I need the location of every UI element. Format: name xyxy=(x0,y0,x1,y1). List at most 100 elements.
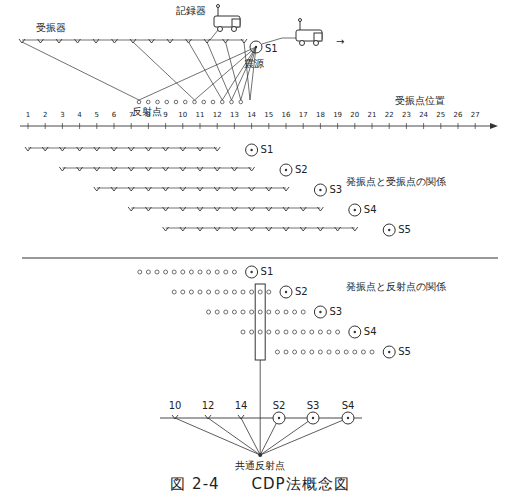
reflection-point xyxy=(361,350,365,354)
axis-tick xyxy=(251,123,252,129)
axis-number: 2 xyxy=(43,112,47,120)
geophone-symbol xyxy=(214,227,220,231)
source-dot xyxy=(250,149,252,151)
axis-tick xyxy=(389,123,390,129)
section-title: 発振点と反射点の関係 xyxy=(346,281,446,292)
source-symbol xyxy=(246,266,258,278)
reflection-point xyxy=(224,270,228,274)
common-point-box xyxy=(255,284,265,360)
reflection-point xyxy=(224,290,228,294)
label-common-point: 共通反射点 xyxy=(235,460,285,471)
reflection-point xyxy=(165,100,169,104)
axis-tick xyxy=(131,123,132,129)
axis-tick xyxy=(303,123,304,129)
reflection-point xyxy=(137,100,141,104)
geophone-symbol xyxy=(38,39,44,43)
geophone-symbol xyxy=(197,147,203,151)
axis-tick xyxy=(79,123,80,129)
source-name: S5 xyxy=(398,224,411,235)
geophone-symbol xyxy=(317,227,323,231)
reflection-point xyxy=(250,310,254,314)
source-name: S1 xyxy=(265,43,278,54)
geophone-symbol xyxy=(111,147,117,151)
common-reflection-point xyxy=(258,453,262,457)
axis-tick xyxy=(200,123,201,129)
geophone-symbol xyxy=(145,187,151,191)
ray-path xyxy=(208,418,260,455)
axis-number: 19 xyxy=(333,112,342,120)
geophone-symbol xyxy=(231,207,237,211)
geophone-symbol xyxy=(59,147,65,151)
axis-line xyxy=(20,126,492,127)
reflection-point xyxy=(146,100,150,104)
axis-number: 4 xyxy=(77,112,81,120)
axis-tick xyxy=(62,123,63,129)
geophone-symbol xyxy=(249,187,255,191)
axis-tick xyxy=(234,123,235,129)
geophone-symbol xyxy=(111,167,117,171)
spread-line xyxy=(97,188,286,189)
geophone-symbol xyxy=(214,147,220,151)
reflection-point xyxy=(275,350,279,354)
source-dot xyxy=(388,351,390,353)
reflection-point xyxy=(258,330,262,334)
geophone-symbol xyxy=(163,167,169,171)
reflection-point xyxy=(250,330,254,334)
geophone-symbol xyxy=(42,147,48,151)
reflection-point xyxy=(207,310,211,314)
geophone-symbol xyxy=(283,227,289,231)
source-name: S4 xyxy=(364,204,377,215)
ray-path xyxy=(226,42,257,100)
reflection-point xyxy=(215,310,219,314)
label-recorder: 記録器 xyxy=(176,5,206,16)
geophone-symbol xyxy=(111,187,117,191)
geophone-symbol xyxy=(128,147,134,151)
direction-arrow: → xyxy=(336,36,344,47)
axis-number: 18 xyxy=(316,112,325,120)
axis-number: 12 xyxy=(213,112,222,120)
spread-line xyxy=(28,148,217,149)
geophone-symbol xyxy=(94,167,100,171)
geophone-symbol xyxy=(352,227,358,231)
geophone-number: 10 xyxy=(169,400,182,411)
reflection-point xyxy=(241,330,245,334)
axis-arrowhead xyxy=(490,123,498,129)
geophone-symbol xyxy=(94,187,100,191)
geophone-symbol xyxy=(238,415,244,419)
geophone-symbol xyxy=(197,187,203,191)
geophone-symbol xyxy=(167,39,173,43)
geophone-symbol xyxy=(180,207,186,211)
axis-number: 24 xyxy=(419,112,428,120)
ray-path xyxy=(189,42,257,100)
axis-tick xyxy=(165,123,166,129)
reflection-point xyxy=(293,310,297,314)
axis-number: 16 xyxy=(282,112,291,120)
reflection-point xyxy=(232,270,236,274)
geophone-symbol xyxy=(77,147,83,151)
geophone-symbol xyxy=(128,187,134,191)
axis-tick xyxy=(45,123,46,129)
reflection-point xyxy=(344,350,348,354)
reflection-point xyxy=(327,350,331,354)
axis-tick xyxy=(337,123,338,129)
axis-tick xyxy=(320,123,321,129)
geophone-symbol xyxy=(93,39,99,43)
axis-tick xyxy=(217,123,218,129)
truck-symbol xyxy=(214,5,240,32)
reflection-point xyxy=(215,270,219,274)
reflection-point xyxy=(284,310,288,314)
ground-line xyxy=(160,418,362,419)
reflection-point xyxy=(172,290,176,294)
reflection-point xyxy=(284,350,288,354)
source-name: S4 xyxy=(342,400,355,411)
recorder-cable xyxy=(210,30,218,40)
reflection-point xyxy=(293,350,297,354)
geophone-symbol xyxy=(75,39,81,43)
geophone-symbol xyxy=(172,415,178,419)
axis-number: 6 xyxy=(112,112,116,120)
reflection-point xyxy=(301,330,305,334)
geophone-symbol xyxy=(77,167,83,171)
reflection-point xyxy=(198,270,202,274)
axis-number: 3 xyxy=(60,112,64,120)
